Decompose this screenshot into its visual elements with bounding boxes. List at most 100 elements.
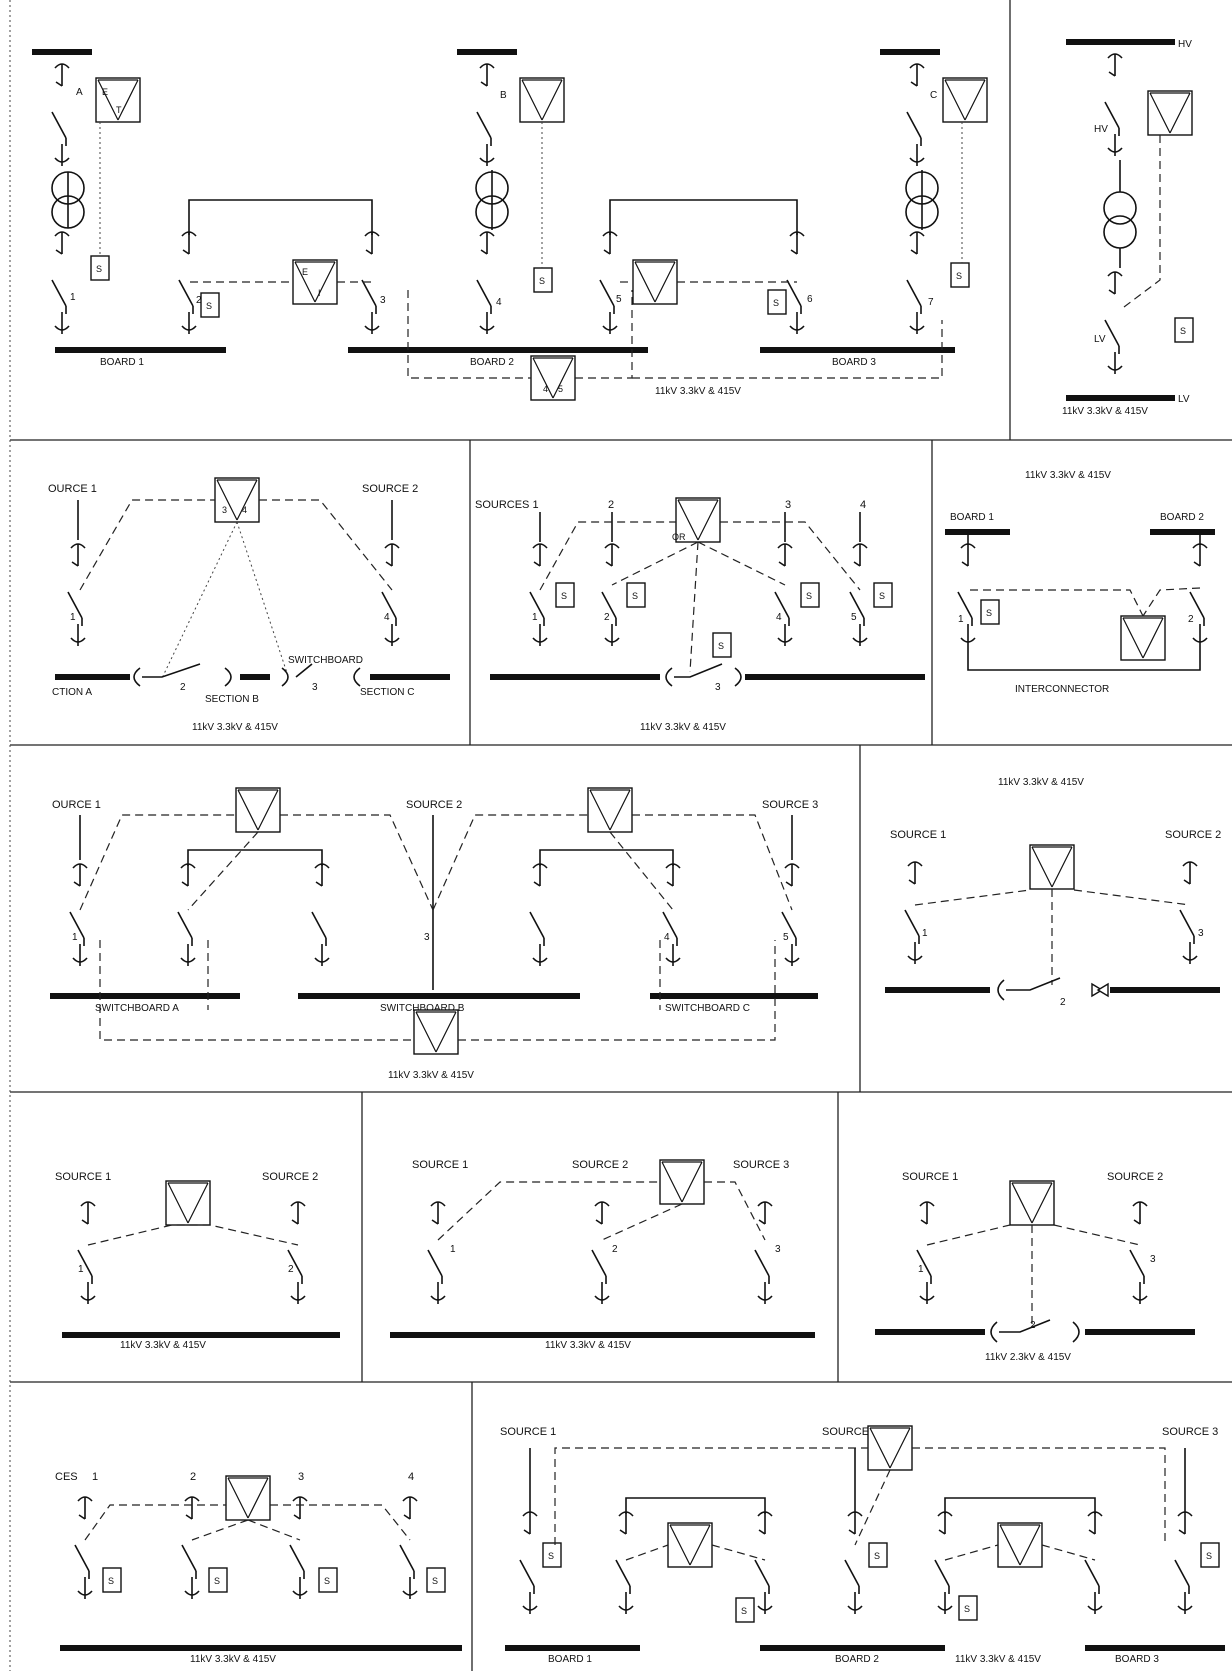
p6-swb-b: SWITCHBOARD B	[380, 1003, 465, 1014]
s-6: S	[773, 298, 779, 308]
p7-source2: SOURCE 2	[1165, 829, 1221, 841]
p12-source3: SOURCE 3	[1162, 1426, 1218, 1438]
p12-s3t: S	[741, 1606, 747, 1616]
p12-breaker-4	[844, 1511, 863, 1615]
p11-breaker-2	[181, 1496, 200, 1600]
p4-n4: 4	[776, 612, 782, 623]
s-lv: S	[1180, 326, 1186, 336]
box1-e: E	[302, 267, 308, 277]
p8-n2: 2	[288, 1264, 294, 1275]
p8-key-box	[165, 1180, 211, 1226]
num-2: 2	[196, 295, 202, 306]
p9-breaker-3	[754, 1201, 773, 1305]
p4-s2t: S	[632, 591, 638, 601]
num-4: 4	[496, 297, 502, 308]
p10-source2: SOURCE 2	[1107, 1171, 1163, 1183]
p9-breaker-2	[591, 1201, 610, 1305]
p10-breaker-3	[1129, 1201, 1148, 1305]
p4-breaker-4	[774, 543, 793, 647]
p4-n3: 3	[715, 682, 721, 693]
panel-two-sources: SOURCE 1 SOURCE 2 1 2 11kV 3.3kV & 415V	[55, 1171, 340, 1351]
p11-key-box	[225, 1475, 271, 1521]
p3-sec-b: SECTION B	[205, 694, 259, 705]
p3-n4: 4	[384, 612, 390, 623]
panel-interconnector: 11kV 3.3kV & 415V BOARD 1 BOARD 2 1 2 S …	[945, 470, 1215, 695]
p3-box-a: 3	[222, 505, 227, 515]
panel-two-sources-bus-section: 11kV 3.3kV & 415V SOURCE 1 SOURCE 2 1 3 …	[885, 777, 1221, 1008]
p12-breaker-5	[934, 1511, 953, 1615]
box-e: E	[102, 87, 108, 97]
num-1: 1	[70, 292, 76, 303]
p12-key-box-2	[997, 1522, 1043, 1568]
p7-voltage: 11kV 3.3kV & 415V	[998, 777, 1084, 788]
box1-i: I	[318, 288, 321, 298]
p10-breaker-1	[916, 1201, 935, 1305]
p4-s4t: S	[806, 591, 812, 601]
p12-key-box-1	[667, 1522, 713, 1568]
p7-n2: 2	[1060, 997, 1066, 1008]
p12-board1: BOARD 1	[548, 1654, 592, 1665]
p10-n2: 2	[1030, 1320, 1036, 1331]
p6-breaker-a	[177, 863, 196, 967]
p12-voltage: 11kV 3.3kV & 415V	[955, 1654, 1041, 1665]
box45-b: 5	[558, 384, 563, 394]
breaker-hv	[1104, 53, 1123, 157]
panel-three-boards: A 1 E T S BOARD 1 2 S 3 E I B 4 S	[32, 49, 988, 401]
breaker-4	[476, 231, 495, 335]
p4-s2: 2	[608, 499, 614, 511]
p11-sources: CES	[55, 1471, 78, 1483]
breaker-a	[51, 63, 70, 167]
p6-key-box-3	[413, 1009, 459, 1055]
breaker-1	[51, 231, 70, 335]
breaker-lv	[1104, 271, 1123, 375]
p9-source1: SOURCE 1	[412, 1159, 468, 1171]
p3-sec-a: CTION A	[52, 687, 92, 698]
key-box-1	[292, 259, 338, 305]
num-3: 3	[380, 295, 386, 306]
p3-voltage: 11kV 3.3kV & 415V	[192, 722, 278, 733]
p6-n3: 3	[424, 932, 430, 943]
num-6: 6	[807, 294, 813, 305]
p3-box-b: 4	[242, 505, 247, 515]
board2-label: BOARD 2	[470, 357, 514, 368]
hv-bus-label: HV	[1178, 39, 1192, 50]
panel-four-sources: SOURCES 1 2 3 4 1 2 4 5 S S S S S OR	[475, 497, 925, 733]
p5-board1: BOARD 1	[950, 512, 994, 523]
panel-three-switchboards: OURCE 1 SOURCE 2 SOURCE 3 1 3 4 5 SWITCH…	[50, 787, 818, 1081]
p4-n1: 1	[532, 612, 538, 623]
breaker-2	[178, 231, 197, 335]
p6-swb-a: SWITCHBOARD A	[95, 1003, 179, 1014]
p5-voltage: 11kV 3.3kV & 415V	[1025, 470, 1111, 481]
p9-key-box	[659, 1159, 705, 1205]
p3-sec-c: SECTION C	[360, 687, 414, 698]
p5-n1: 1	[958, 614, 964, 625]
p9-source3: SOURCE 3	[733, 1159, 789, 1171]
panel-frames	[9, 0, 1232, 1671]
p6-voltage: 11kV 3.3kV & 415V	[388, 1070, 474, 1081]
p8-source1: SOURCE 1	[55, 1171, 111, 1183]
p8-breaker-2	[287, 1201, 306, 1305]
p12-s5t: S	[964, 1604, 970, 1614]
p3-n1: 1	[70, 612, 76, 623]
p10-key-box	[1009, 1180, 1055, 1226]
breaker-b	[476, 63, 495, 167]
p6-n5: 5	[783, 932, 789, 943]
sw-c-label: C	[930, 90, 937, 101]
p11-breaker-1	[74, 1496, 93, 1600]
p3-n2: 2	[180, 682, 186, 693]
p5-st: S	[986, 608, 992, 618]
p12-board2: BOARD 2	[835, 1654, 879, 1665]
p2-voltage: 11kV 3.3kV & 415V	[1062, 406, 1148, 417]
p4-or: OR	[672, 532, 686, 542]
p4-s3: 3	[785, 499, 791, 511]
p6-source3: SOURCE 3	[762, 799, 818, 811]
breaker-3	[361, 231, 380, 335]
p4-breaker-2	[601, 543, 620, 647]
panel-hv-lv: HV HV LV S LV 11kV 3.3kV & 415V	[1062, 39, 1194, 417]
s-4: S	[539, 276, 545, 286]
p4-n5: 5	[851, 612, 857, 623]
p3-source2: SOURCE 2	[362, 483, 418, 495]
box45-a: 4	[543, 384, 548, 394]
s-1: S	[96, 264, 102, 274]
